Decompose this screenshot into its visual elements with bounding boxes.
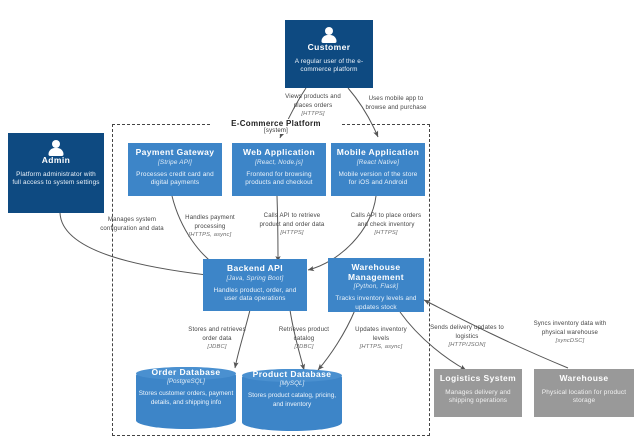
node-product-database-text: Product Database [MySQL] Stores product … xyxy=(242,369,342,409)
edge-label-backend-productdb-proto: [JDBC] xyxy=(294,344,314,351)
edge-label-backend-orderdb-text: Stores and retrieves order data xyxy=(188,326,246,342)
node-backend-api[interactable]: Backend API [Java, Spring Boot] Handles … xyxy=(203,259,307,311)
edge-label-warehouse-physical-proto: [syncDSC] xyxy=(555,338,585,345)
edge-label-warehouse-logistics-proto: [HTTP/JSON] xyxy=(448,342,486,349)
node-web-application-tech: [React, Node.js] xyxy=(255,158,303,166)
node-mobile-application-title: Mobile Application xyxy=(336,147,420,157)
edge-label-backend-orderdb-proto: [JDBC] xyxy=(207,344,227,351)
edge-label-warehouse-productdb-proto: [HTTPS, async] xyxy=(359,344,403,351)
node-customer-title: Customer xyxy=(307,42,351,52)
edge-label-mobile-backend: Calls API to place orders and check inve… xyxy=(350,212,422,237)
node-order-database[interactable]: Order Database [PostgreSQL] Stores custo… xyxy=(136,367,236,429)
person-icon xyxy=(318,27,340,43)
node-logistics-system-desc: Manages delivery and shipping operations xyxy=(445,388,511,405)
cylinder-top xyxy=(136,367,236,380)
edge-label-warehouse-logistics: Sends delivery updates to logistics [HTT… xyxy=(428,324,506,349)
node-admin-title: Admin xyxy=(41,155,71,165)
node-product-database-title: Product Database xyxy=(252,369,332,379)
node-payment-gateway[interactable]: Payment Gateway [Stripe API] Processes c… xyxy=(128,143,222,196)
edge-label-admin-backend-text: Manages system configuration and data xyxy=(100,216,164,232)
node-customer[interactable]: Customer A regular user of the e-commerc… xyxy=(285,20,373,88)
edge-label-web-backend-proto: [HTTPS] xyxy=(280,230,304,237)
edge-label-web-backend: Calls API to retrieve product and order … xyxy=(256,212,328,237)
edge-label-warehouse-productdb-text: Updates inventory levels xyxy=(355,326,407,342)
edge-label-web-backend-text: Calls API to retrieve product and order … xyxy=(259,212,325,228)
edge-label-backend-orderdb: Stores and retrieves order data [JDBC] xyxy=(182,326,252,351)
node-admin-desc: Platform administrator with full access … xyxy=(12,170,100,187)
node-web-application-title: Web Application xyxy=(242,147,316,157)
edge-label-admin-backend: Manages system configuration and data xyxy=(96,216,168,233)
edge-label-payment-backend-text: Handles payment processing xyxy=(185,214,235,230)
edge-label-warehouse-physical: Syncs inventory data with physical wareh… xyxy=(524,320,616,345)
node-order-database-desc: Stores customer orders, payment details,… xyxy=(138,390,234,406)
person-icon xyxy=(45,140,67,156)
node-customer-desc: A regular user of the e-commerce platfor… xyxy=(294,57,364,74)
node-warehouse[interactable]: Warehouse Physical location for product … xyxy=(534,369,634,417)
node-backend-api-desc: Handles product, order, and user data op… xyxy=(213,286,297,303)
edge-label-customer-web-text: Views products and places orders xyxy=(285,93,341,109)
cylinder-top xyxy=(242,369,342,382)
edge-label-mobile-backend-text: Calls API to place orders and check inve… xyxy=(350,212,422,228)
boundary-title: E-Commerce Platform xyxy=(231,119,321,128)
boundary-subtitle: [system] xyxy=(264,128,288,134)
edge-label-customer-web: Views products and places orders [HTTPS] xyxy=(276,93,350,118)
node-warehouse-desc: Physical location for product storage xyxy=(541,388,627,405)
node-warehouse-management-tech: [Python, Flask] xyxy=(353,283,399,291)
boundary-label: E-Commerce Platform [system] xyxy=(212,119,340,134)
node-mobile-application[interactable]: Mobile Application [React Native] Mobile… xyxy=(331,143,425,196)
node-logistics-system[interactable]: Logistics System Manages delivery and sh… xyxy=(434,369,522,417)
node-backend-api-title: Backend API xyxy=(226,263,284,273)
node-payment-gateway-tech: [Stripe API] xyxy=(157,158,192,166)
node-logistics-system-title: Logistics System xyxy=(439,373,517,383)
node-order-database-tech: [PostgreSQL] xyxy=(167,378,205,385)
edge-label-customer-web-proto: [HTTPS] xyxy=(301,111,325,118)
edge-label-mobile-backend-proto: [HTTPS] xyxy=(374,230,398,237)
node-admin[interactable]: Admin Platform administrator with full a… xyxy=(8,133,104,213)
node-warehouse-management-title: Warehouse Management xyxy=(348,262,404,282)
node-warehouse-management-desc: Tracks inventory levels and updates stoc… xyxy=(335,295,417,311)
edge-label-backend-productdb-text: Retrieves product catalog xyxy=(278,326,330,342)
edge-label-warehouse-physical-text: Syncs inventory data with physical wareh… xyxy=(533,320,607,336)
node-product-database-desc: Stores product catalog, pricing, and inv… xyxy=(247,392,337,408)
node-payment-gateway-title: Payment Gateway xyxy=(135,147,215,157)
node-mobile-application-desc: Mobile version of the store for iOS and … xyxy=(338,170,418,187)
node-product-database-tech: [MySQL] xyxy=(279,380,305,387)
node-web-application-desc: Frontend for browsing products and check… xyxy=(245,170,313,187)
node-product-database[interactable]: Product Database [MySQL] Stores product … xyxy=(242,369,342,431)
edge-label-payment-backend-proto: [HTTPS, async] xyxy=(188,232,232,239)
node-web-application[interactable]: Web Application [React, Node.js] Fronten… xyxy=(232,143,326,196)
node-order-database-title: Order Database xyxy=(151,367,221,377)
node-warehouse-title: Warehouse xyxy=(559,373,609,383)
edge-label-backend-productdb: Retrieves product catalog [JDBC] xyxy=(270,326,338,351)
edge-label-payment-backend: Handles payment processing [HTTPS, async… xyxy=(175,214,245,239)
node-warehouse-management[interactable]: Warehouse Management [Python, Flask] Tra… xyxy=(328,258,424,312)
edge-label-warehouse-productdb: Updates inventory levels [HTTPS, async] xyxy=(348,326,414,351)
node-mobile-application-tech: [React Native] xyxy=(356,158,400,166)
node-payment-gateway-desc: Processes credit card and digital paymen… xyxy=(136,170,214,187)
edge-label-customer-mobile-text: Uses mobile app to browse and purchase xyxy=(365,95,427,111)
edge-label-customer-mobile: Uses mobile app to browse and purchase xyxy=(358,95,434,112)
node-order-database-text: Order Database [PostgreSQL] Stores custo… xyxy=(136,367,236,407)
node-backend-api-tech: [Java, Spring Boot] xyxy=(226,274,284,282)
edge-label-warehouse-logistics-text: Sends delivery updates to logistics xyxy=(430,324,504,340)
